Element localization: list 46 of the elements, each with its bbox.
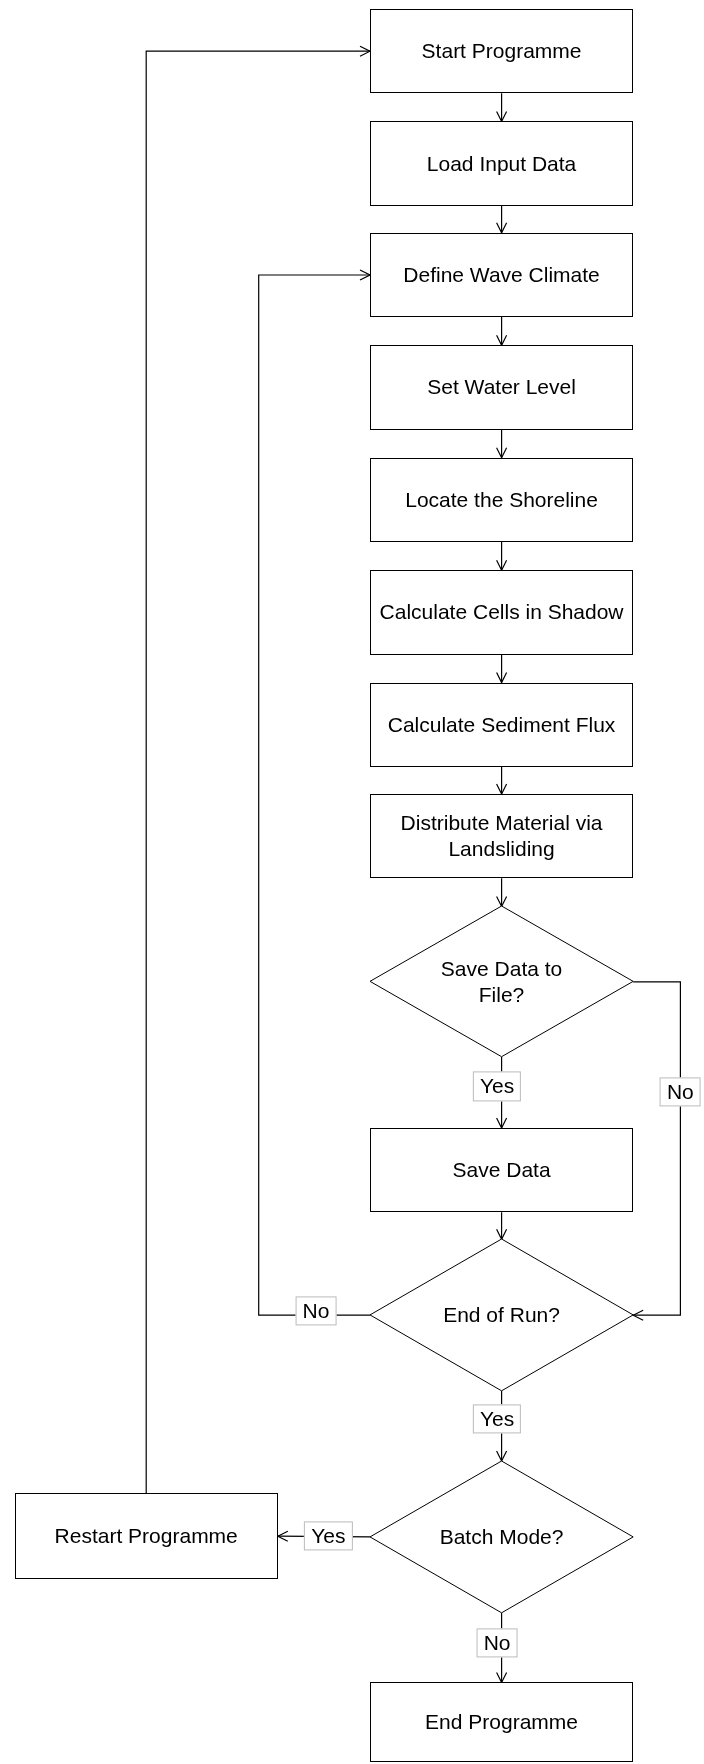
arrow: [145, 45, 371, 1495]
arrow: [496, 316, 508, 346]
node-text: Calculate Sediment Flux: [386, 711, 617, 738]
node-text: Save Data to File?: [439, 955, 564, 1008]
process-box: [370, 232, 634, 318]
process-box: [14, 1493, 278, 1579]
arrow: [496, 429, 508, 459]
node-text: Batch Mode?: [439, 1523, 564, 1550]
node-text: Restart Programme: [53, 1523, 239, 1550]
node-text: Save Data: [451, 1157, 552, 1183]
process-box: [370, 345, 634, 430]
process-box: [370, 457, 634, 543]
process-box: [370, 793, 634, 879]
arrow: [496, 877, 508, 907]
terminal-box: [370, 9, 634, 94]
edge-label: No: [476, 1628, 518, 1658]
edge-label: Yes: [304, 1521, 353, 1551]
decision-diamond: [370, 1460, 634, 1613]
process-box: [370, 121, 634, 206]
arrow: [496, 653, 508, 684]
node-text: Locate the Shoreline: [404, 486, 599, 513]
arrow: [258, 269, 371, 1316]
decision-diamond: [370, 1239, 634, 1392]
node-text: Set Water Level: [426, 374, 577, 401]
process-box: [370, 682, 634, 767]
terminal-box: [370, 1682, 634, 1763]
node-text: End of Run?: [443, 1302, 560, 1329]
arrow: [496, 766, 508, 795]
arrow: [496, 92, 508, 123]
node-text: Load Input Data: [425, 150, 578, 177]
process-box: [370, 570, 634, 655]
node-text: Start Programme: [420, 38, 583, 65]
node-text: Define Wave Climate: [402, 261, 601, 288]
edge-label: No: [295, 1296, 337, 1326]
arrow: [496, 205, 508, 234]
node-text: Distribute Material via Landsliding: [399, 809, 604, 863]
arrow: [496, 541, 508, 571]
edge-label: No: [659, 1077, 701, 1107]
edge-label: Yes: [472, 1404, 522, 1434]
edge-label: Yes: [472, 1071, 522, 1101]
arrow: [496, 1211, 508, 1240]
node-text: End Programme: [424, 1709, 579, 1736]
process-box: [370, 1127, 634, 1213]
decision-diamond: [370, 906, 634, 1058]
node-text: Calculate Cells in Shadow: [378, 599, 625, 626]
arrow: [632, 981, 681, 1321]
